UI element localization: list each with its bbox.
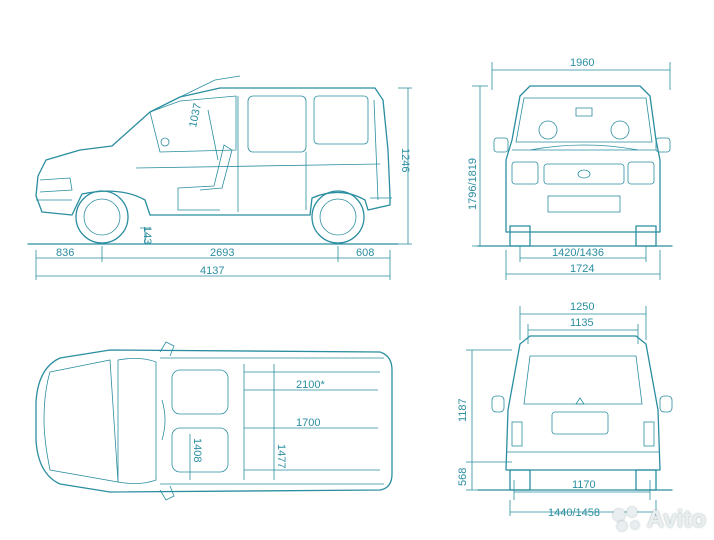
avito-watermark-text: Avito [646,506,706,533]
front-body-outline [505,85,661,233]
front-mirror-right [655,137,671,153]
front-hood [512,144,656,151]
side-length-label: 4137 [200,265,224,277]
side-height-label: 1246 [399,148,411,172]
front-dimension-lines [472,62,671,280]
front-tyre-left [509,225,531,247]
front-mirror-width-label: 1960 [570,57,594,69]
top-width-b-label: 1477 [275,444,287,468]
side-roof-rail [179,75,241,98]
top-mirror-left [159,341,175,357]
side-rear-rim [319,198,357,236]
rear-view [477,335,673,491]
rear-opening-width-bottom-label: 1170 [572,479,596,491]
front-windshield [515,97,653,143]
side-belt-line [135,163,381,169]
top-view [35,341,393,501]
rear-opening-width-inner-label: 1135 [570,317,594,329]
top-roof-rails [160,357,384,485]
side-front-overhang-label: 836 [56,247,74,259]
side-rear-overhang-label: 608 [356,247,374,259]
front-seat-right [610,120,630,140]
front-seat-left [538,120,558,140]
side-bumper [36,197,392,201]
front-view [477,85,673,247]
rear-plate [551,411,609,435]
top-mirror-right [159,485,175,501]
top-body-outline [35,349,393,493]
rear-mirror-left [491,395,505,413]
top-cargo-length-ext-label: 2100* [296,379,325,391]
top-cargo-length-label: 1700 [296,417,320,429]
front-mirror-left [493,137,509,153]
rear-tyre-right [635,469,657,491]
top-steering [161,399,166,441]
front-logo [577,169,591,179]
side-front-rim [83,198,121,236]
top-width-a-label: 1408 [191,438,203,462]
rear-lamp-left [511,421,523,447]
top-windshield [117,358,157,484]
side-body-outline [35,87,391,216]
front-plate [547,195,621,213]
front-grille [543,163,625,185]
front-width-label: 1724 [570,263,594,275]
rear-window [523,355,643,405]
top-seat-left [171,369,229,415]
side-door-lines [237,96,379,212]
rear-load-height-label: 568 [457,468,469,486]
rear-lamp-right [643,421,655,447]
side-sliding-window [247,95,307,153]
rear-track-label: 1440/1458 [548,507,600,519]
rear-body-outline [505,335,661,471]
front-tyre-right [635,225,657,247]
front-headlamp-right [627,161,655,185]
rear-mirror-right [659,395,673,413]
side-headlamp [39,177,73,193]
side-view [27,75,399,245]
side-dimension-lines [35,87,412,280]
side-seat [177,144,233,211]
front-track-label: 1420/1436 [552,247,604,259]
side-rear-wheel [311,190,365,244]
top-cargo-floor [243,364,380,480]
top-dimension-lines [189,364,378,480]
side-windshield [149,95,237,153]
rear-badge [575,397,585,405]
rear-dimension-lines [466,306,657,516]
rear-tyre-left [509,469,531,491]
side-front-wheel [75,190,129,244]
front-rear-mirror [575,107,593,117]
front-height-label: 1796/1819 [467,158,479,210]
side-wheelbase-label: 2693 [210,247,234,259]
top-hood [43,359,119,483]
rear-opening-width-top-label: 1250 [570,301,594,313]
side-clearance-label: 143 [141,226,153,244]
avito-logo-icon [612,507,643,533]
side-rear-window [313,95,369,145]
side-mirror [160,137,170,147]
rear-opening-height-label: 1187 [457,398,469,422]
side-window-label: 1037 [187,102,204,128]
avito-watermark: Avito [612,506,706,534]
front-headlamp-left [511,161,539,185]
top-seat-right [171,427,229,473]
